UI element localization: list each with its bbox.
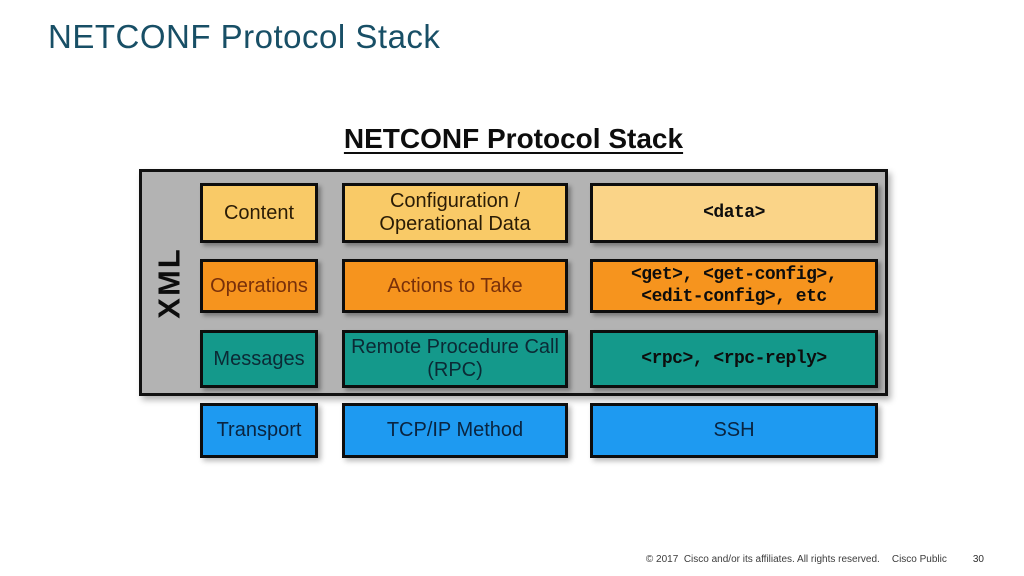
box-operations: Operations — [200, 259, 318, 313]
box-get-config-tags: <get>, <get-config>, <edit-config>, etc — [590, 259, 878, 313]
xml-label: XML — [152, 246, 187, 319]
slide-footer: © 2017 Cisco and/or its affiliates. All … — [646, 554, 984, 565]
page-number: 30 — [972, 554, 984, 565]
box-remote-procedure-call: Remote Procedure Call (RPC) — [342, 330, 568, 388]
xml-label-wrap: XML — [139, 169, 201, 396]
box-rpc-tags: <rpc>, <rpc-reply> — [590, 330, 878, 388]
footer-classification: Cisco Public — [891, 554, 947, 565]
footer-copyright: © 2017 Cisco and/or its affiliates. All … — [645, 554, 880, 565]
slide-title: NETCONF Protocol Stack — [48, 18, 441, 55]
box-config-operational-data: Configuration / Operational Data — [342, 183, 568, 243]
box-ssh: SSH — [590, 403, 878, 458]
box-data-tag: <data> — [590, 183, 878, 243]
box-messages: Messages — [200, 330, 318, 388]
box-actions-to-take: Actions to Take — [342, 259, 568, 313]
box-transport: Transport — [200, 403, 318, 458]
box-content: Content — [200, 183, 318, 243]
diagram-title: NETCONF Protocol Stack — [343, 123, 684, 154]
box-tcpip-method: TCP/IP Method — [342, 403, 568, 458]
